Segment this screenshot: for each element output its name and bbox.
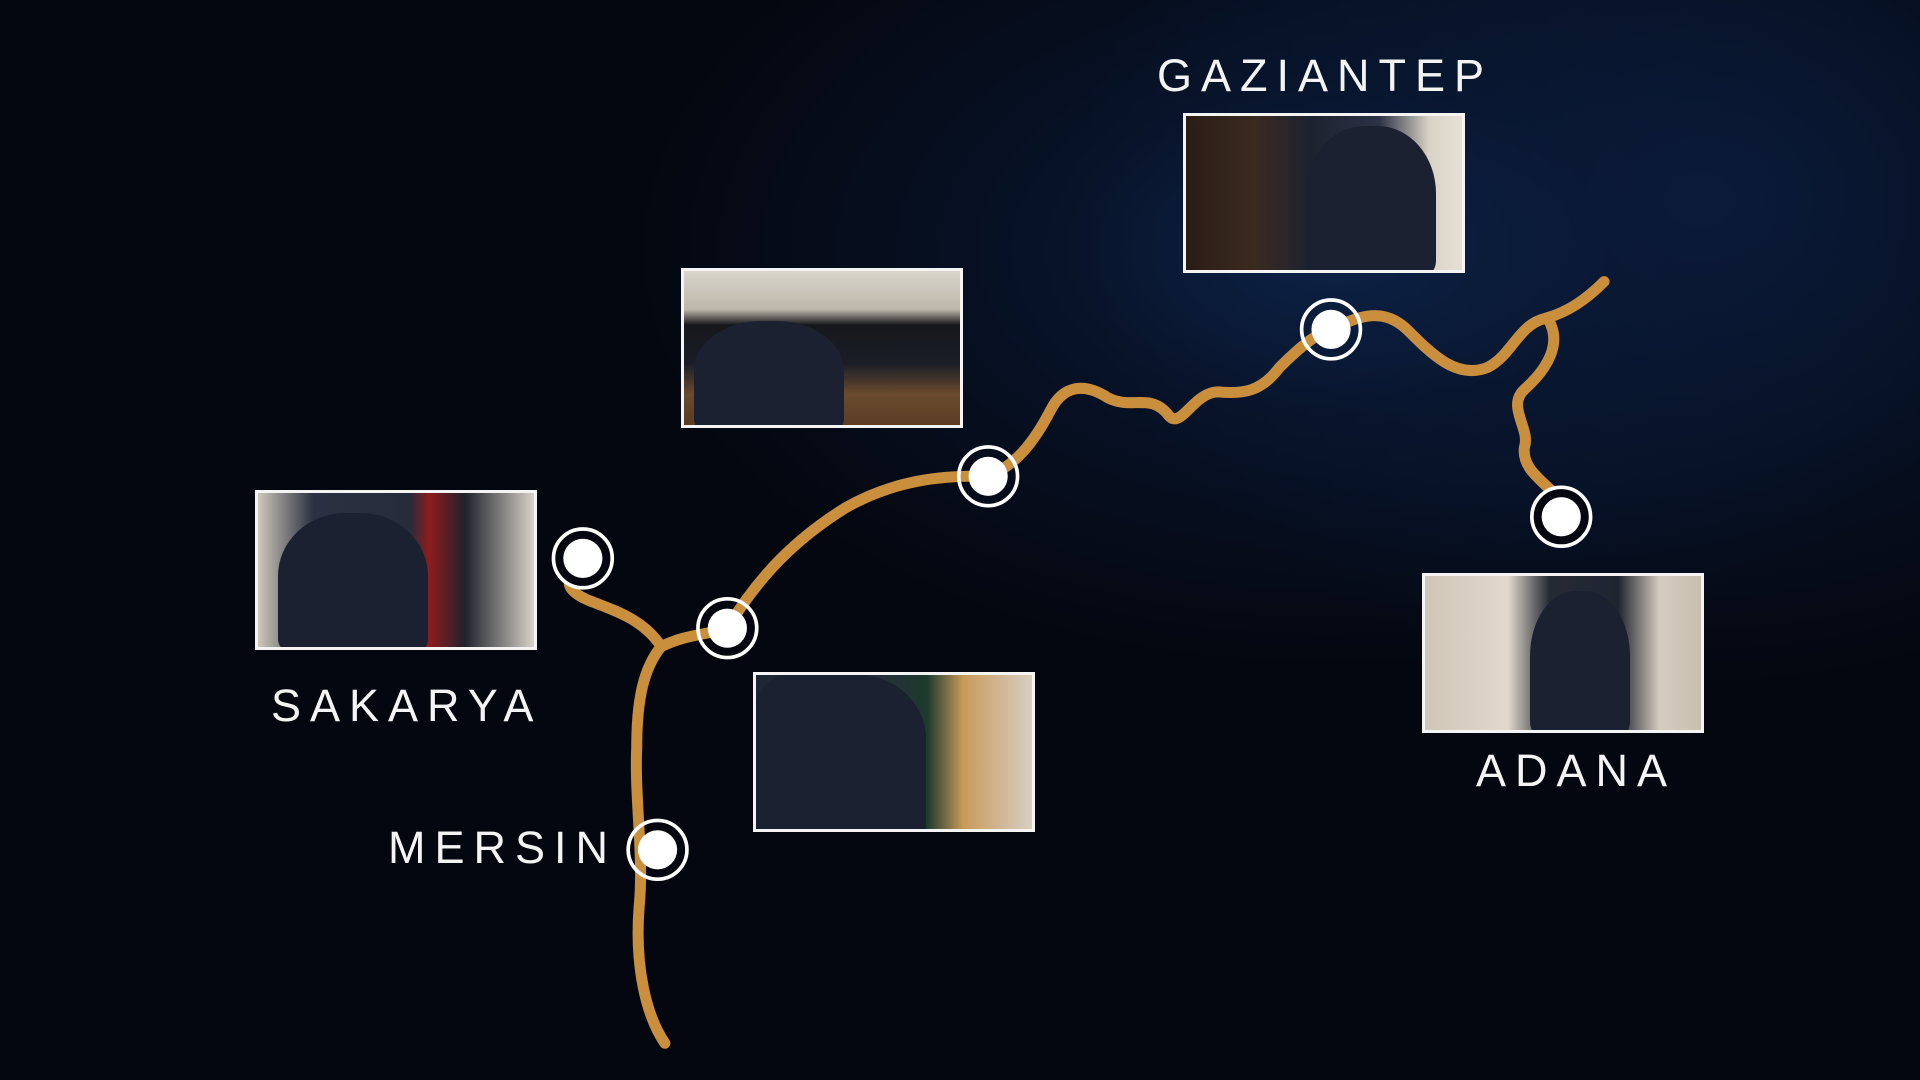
marker-sakarya[interactable]: [551, 527, 615, 590]
photo-gaziantep[interactable]: [1183, 113, 1465, 273]
label-sakarya: SAKARYA: [271, 680, 543, 731]
officer-figure: [694, 321, 844, 425]
label-gaziantep: GAZIANTEP: [1157, 50, 1494, 101]
officer-figure: [278, 513, 428, 647]
marker-adana[interactable]: [1530, 485, 1593, 548]
photo-adana[interactable]: [1422, 573, 1704, 733]
label-mersin: MERSIN: [388, 822, 618, 873]
photo-tv-stand[interactable]: [681, 268, 963, 428]
photo-shelf[interactable]: [753, 672, 1035, 832]
officer-figure: [756, 675, 926, 829]
route-east: [655, 276, 1610, 653]
location-markers: [551, 298, 1593, 882]
officer-figure: [1306, 126, 1436, 270]
label-adana: ADANA: [1476, 745, 1677, 796]
photo-sakarya[interactable]: [255, 490, 537, 650]
route-adana-branch: [1512, 315, 1567, 508]
marker-central[interactable]: [956, 445, 1020, 508]
marker-junction[interactable]: [696, 596, 759, 660]
marker-mersin[interactable]: [626, 818, 689, 882]
officer-figure: [1530, 591, 1630, 730]
route-main: [630, 641, 671, 1049]
marker-gaziantep[interactable]: [1299, 298, 1363, 361]
